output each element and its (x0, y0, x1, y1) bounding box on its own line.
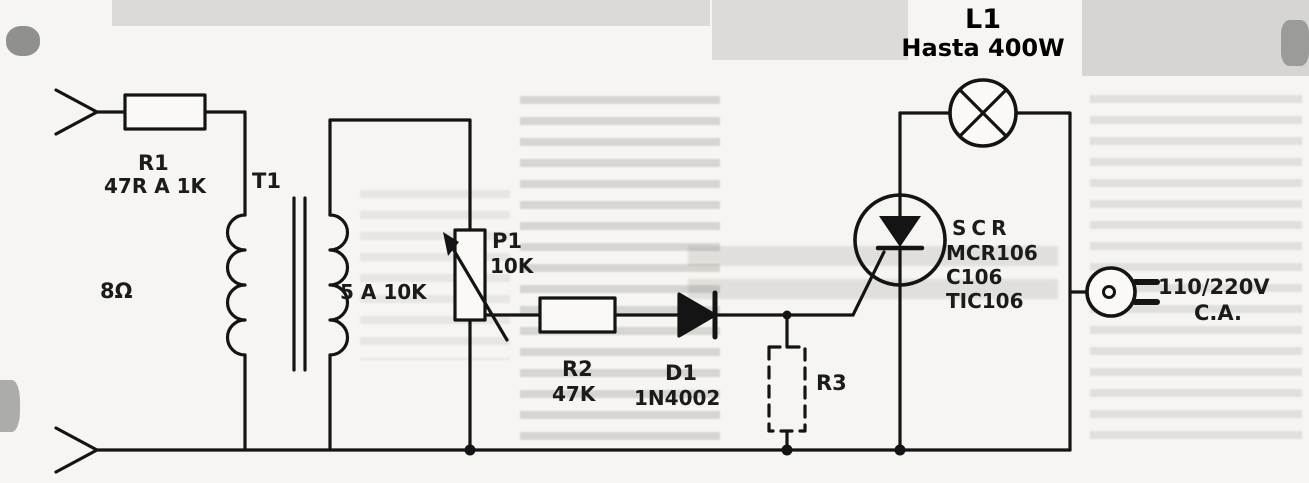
d1-ref-label: D1 (665, 361, 698, 385)
t1-secondary-label: 5 A 10K (340, 280, 427, 304)
wire (1014, 111, 1072, 452)
lamp-cross (958, 88, 1008, 138)
l1-rating-label: Hasta 400W (901, 34, 1065, 62)
junction-dot (464, 444, 476, 456)
scan-smudge (0, 380, 20, 432)
wire (203, 110, 247, 217)
r1-value-label: 47R A 1K (104, 174, 207, 198)
junction-dot (894, 444, 906, 456)
p1-value-label: 10K (490, 254, 534, 278)
scr-triangle (879, 216, 921, 247)
scan-smudge (1281, 20, 1309, 66)
scr-ref-label: SCR (952, 216, 1012, 240)
scan-gray-band (1082, 0, 1309, 76)
r2-resistor-symbol (538, 296, 617, 334)
scr-gate-wire (851, 250, 886, 317)
p1-wiper-arrowhead (443, 232, 459, 256)
d1-diode-symbol (677, 292, 717, 338)
t1-secondary-winding (328, 213, 350, 357)
r1-resistor-symbol (123, 93, 207, 131)
scan-gray-band (112, 0, 710, 26)
mains-voltage-label: 110/220V (1158, 275, 1270, 299)
plug-hole (1102, 285, 1116, 299)
junction-dot (781, 444, 793, 456)
p1-wiper-arrow (450, 245, 509, 342)
bleed-through-text (1090, 95, 1302, 445)
scan-smudge (6, 26, 40, 56)
l1-ref-label: L1 (965, 4, 1001, 35)
input-terminal-bottom (54, 426, 99, 474)
t1-primary-winding (225, 213, 247, 357)
r1-ref-label: R1 (138, 151, 169, 175)
wire (328, 118, 472, 232)
r3-resistor-symbol (767, 345, 807, 433)
d1-value-label: 1N4002 (634, 386, 721, 410)
r2-value-label: 47K (552, 382, 596, 406)
scr-part-label: MCR106 (946, 241, 1038, 265)
mains-type-label: C.A. (1194, 301, 1243, 325)
scr-part-label: TIC106 (946, 289, 1024, 313)
scr-part-label: C106 (946, 265, 1003, 289)
r3-ref-label: R3 (816, 371, 847, 395)
t1-ref-label: T1 (252, 169, 281, 193)
p1-ref-label: P1 (492, 229, 523, 253)
t1-primary-label: 8Ω (100, 279, 133, 303)
input-terminal-top (54, 88, 99, 136)
plug-symbol (1085, 266, 1137, 318)
junction-dot (782, 310, 792, 320)
t1-core (292, 196, 307, 372)
scan-gray-band (712, 0, 908, 60)
bleed-through-text (520, 96, 720, 452)
r2-ref-label: R2 (562, 357, 593, 381)
